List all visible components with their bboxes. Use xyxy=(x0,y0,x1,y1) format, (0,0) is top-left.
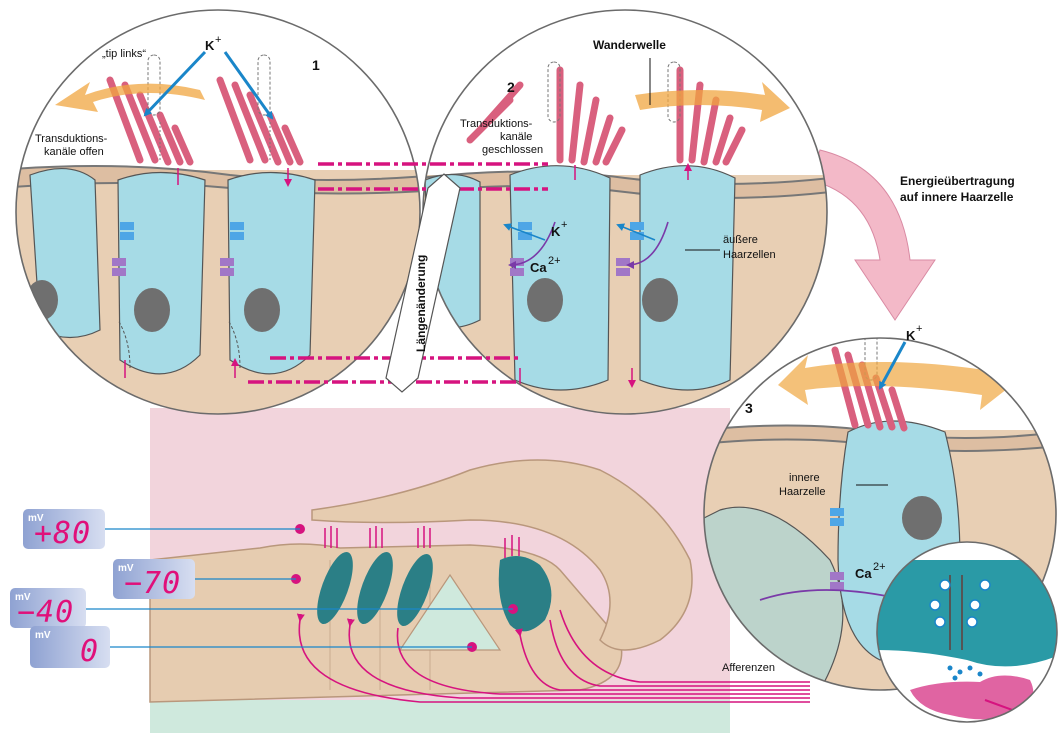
svg-text:2: 2 xyxy=(507,79,515,95)
synapse-inset xyxy=(877,542,1058,722)
svg-text:Transduktions-: Transduktions- xyxy=(35,133,108,145)
svg-text:kanäle offen: kanäle offen xyxy=(44,146,104,158)
svg-text:2+: 2+ xyxy=(548,255,561,267)
svg-text:Haarzellen: Haarzellen xyxy=(723,249,776,261)
svg-text:K: K xyxy=(205,38,215,53)
svg-text:auf innere Haarzelle: auf innere Haarzelle xyxy=(900,190,1014,204)
svg-text:Transduktions-: Transduktions- xyxy=(460,118,533,130)
svg-text:innere: innere xyxy=(789,472,820,484)
svg-text:K: K xyxy=(906,328,916,343)
svg-text:1: 1 xyxy=(312,57,320,73)
svg-text:Ca: Ca xyxy=(855,566,872,581)
svg-text:„tip links“: „tip links“ xyxy=(102,48,146,60)
svg-text:2+: 2+ xyxy=(873,561,886,573)
energy-transfer-arrow: Energieübertragung auf innere Haarzelle xyxy=(810,150,1015,320)
svg-text:mV: mV xyxy=(35,630,51,641)
meter-zero: mV 0 xyxy=(30,626,110,669)
svg-text:3: 3 xyxy=(745,400,753,416)
svg-text:−40: −40 xyxy=(17,595,74,630)
svg-text:0: 0 xyxy=(80,634,99,669)
svg-text:+: + xyxy=(215,34,221,46)
meter-minus40: mV −40 xyxy=(10,588,86,630)
svg-text:Wanderwelle: Wanderwelle xyxy=(593,38,666,52)
panel-1: 1 „tip links“ K + Transduktions- kanäle … xyxy=(0,10,440,430)
svg-text:äußere: äußere xyxy=(723,234,758,246)
svg-text:Ca: Ca xyxy=(530,260,547,275)
meter-minus70: mV −70 xyxy=(113,559,195,601)
length-change-label: Längenänderung xyxy=(414,255,428,352)
svg-text:Haarzelle: Haarzelle xyxy=(779,486,825,498)
svg-text:geschlossen: geschlossen xyxy=(482,144,543,156)
meter-plus80: mV +80 xyxy=(23,509,105,551)
svg-text:−70: −70 xyxy=(124,566,181,601)
svg-text:+: + xyxy=(916,323,922,335)
svg-text:+80: +80 xyxy=(34,516,91,551)
afferents-label: Afferenzen xyxy=(722,662,775,674)
svg-text:Energieübertragung: Energieübertragung xyxy=(900,174,1015,188)
svg-text:+: + xyxy=(561,219,567,231)
svg-text:kanäle: kanäle xyxy=(500,131,532,143)
svg-text:K: K xyxy=(551,224,561,239)
